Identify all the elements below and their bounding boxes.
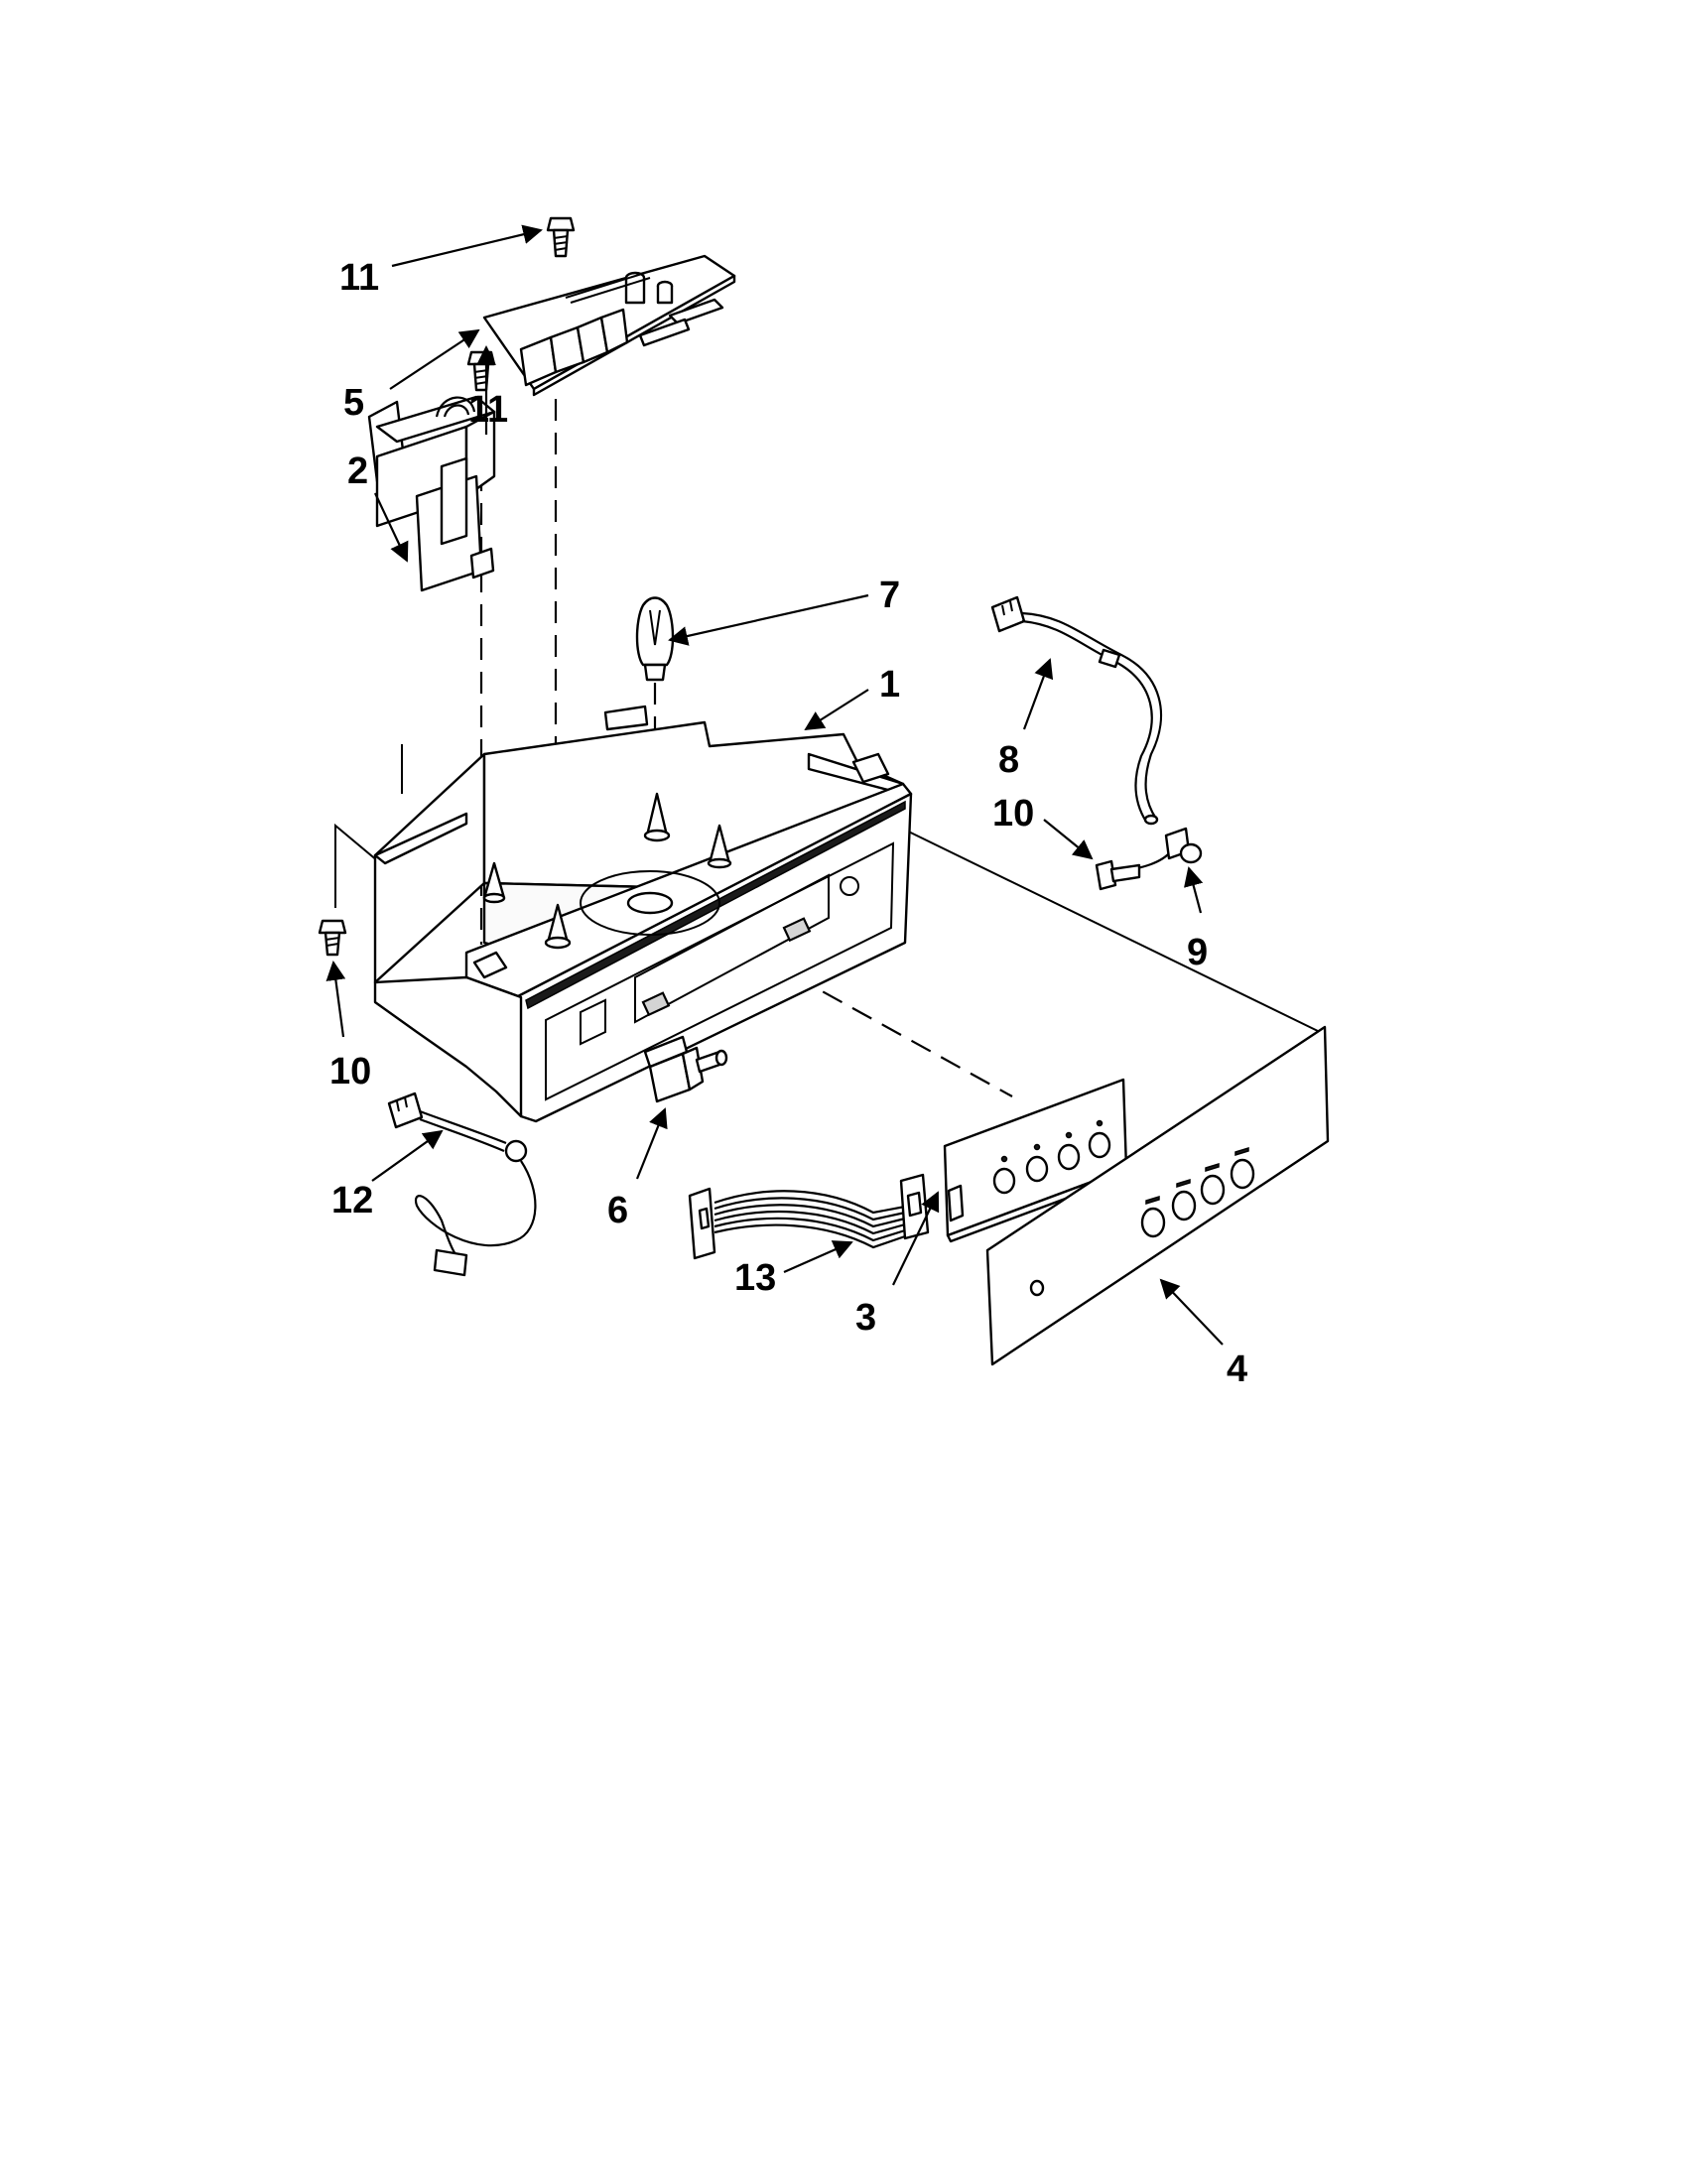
callout-9: 9 [1187,932,1208,973]
callout-13: 13 [734,1257,776,1299]
callout-1: 1 [879,664,900,706]
callout-10-right: 10 [992,793,1034,835]
callout-11-mid: 11 [468,389,508,431]
wire-harness-right [990,595,1163,826]
screw-left [318,919,347,957]
lamp-bulb [635,596,675,682]
callout-10-left: 10 [329,1051,371,1092]
callout-7: 7 [879,575,900,616]
callout-6: 6 [607,1190,628,1231]
leader-arrows [325,224,1224,1346]
transformer [367,395,496,592]
callout-4: 4 [1227,1349,1247,1390]
screw-mid [466,350,496,392]
screw-top [546,216,576,258]
callout-11-top: 11 [339,257,379,299]
door-switch [643,1035,728,1103]
control-housing [373,705,913,1123]
callout-8: 8 [998,739,1019,781]
callout-labels: 11 5 11 2 7 1 8 10 9 10 12 6 13 3 4 [329,257,1247,1390]
screw-right [1095,859,1141,891]
callout-5: 5 [343,382,364,424]
wire-harness-left [387,1092,537,1277]
control-overlay [985,1025,1330,1366]
circuit-board [482,254,736,397]
callout-12: 12 [331,1180,373,1221]
callout-3: 3 [855,1297,876,1339]
thermistor [1120,827,1203,873]
ribbon-cable [688,1173,930,1260]
callout-2: 2 [347,450,368,492]
